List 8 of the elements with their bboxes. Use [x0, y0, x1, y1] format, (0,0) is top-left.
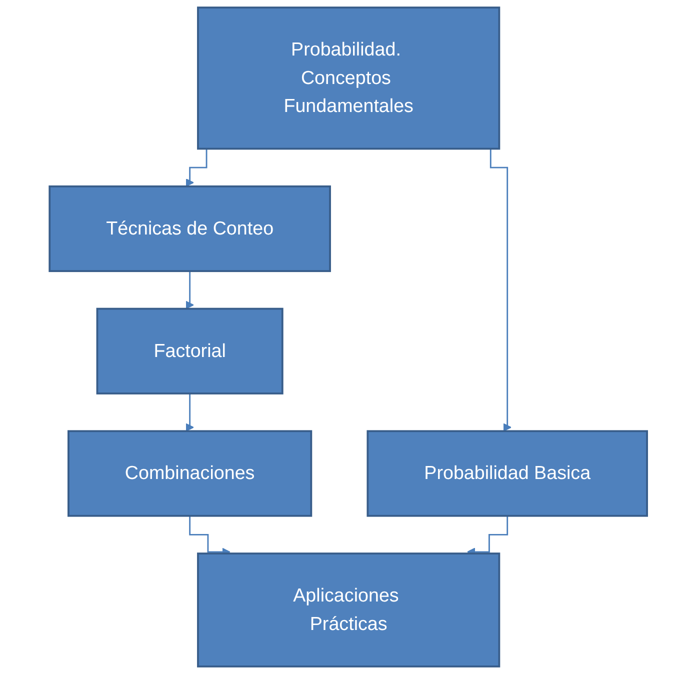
- node-box: Técnicas de Conteo: [48, 185, 332, 272]
- node-box: Combinaciones: [68, 430, 312, 517]
- arrow: [186, 270, 194, 310]
- arrow: [186, 392, 194, 432]
- node-box: Probabilidad. Conceptos Fundamentales: [197, 6, 500, 150]
- node-box: Factorial: [96, 308, 284, 394]
- node-box: Aplicaciones Prácticas: [197, 552, 500, 668]
- node-box: Probabilidad Basica: [366, 430, 648, 517]
